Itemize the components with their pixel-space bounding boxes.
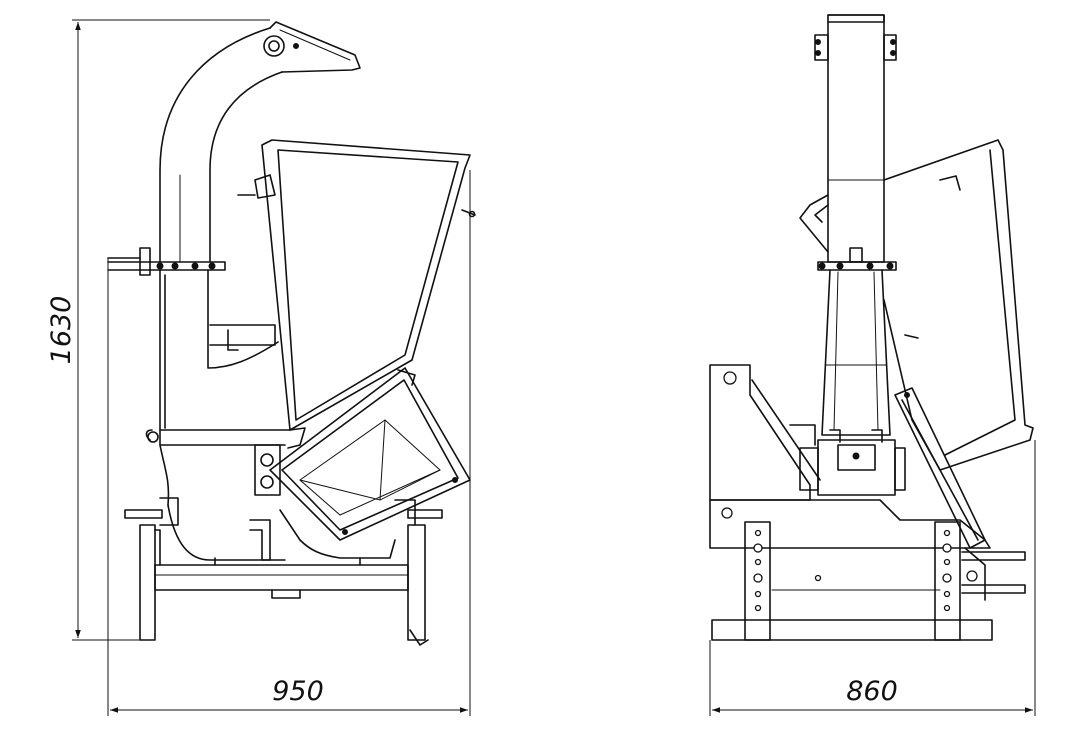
feed-hopper [237,139,476,431]
side-view [107,21,476,646]
front-view [709,14,1034,641]
front-width-dimension-label: 860 [846,676,898,707]
side-width-dimension-label: 950 [272,676,324,707]
front-infeed-tray [894,387,986,549]
front-left-upright [744,521,771,641]
front-frame [709,364,1026,641]
front-chute-column [814,14,897,263]
chipper-housing [145,269,291,506]
height-dimension: 1630 [46,19,270,641]
side-frame [124,497,443,646]
gearbox [249,444,281,561]
lower-housing [167,504,396,561]
front-right-upright [934,521,961,641]
discharge-chute [159,21,361,263]
side-width-dimension: 950 [107,170,471,716]
infeed-tray [269,367,471,541]
chute-flange [107,247,226,276]
height-dimension-label: 1630 [46,296,77,365]
front-hopper [799,139,1034,471]
front-width-dimension: 860 [709,440,1036,716]
front-flange [817,247,897,271]
front-body [821,269,891,436]
